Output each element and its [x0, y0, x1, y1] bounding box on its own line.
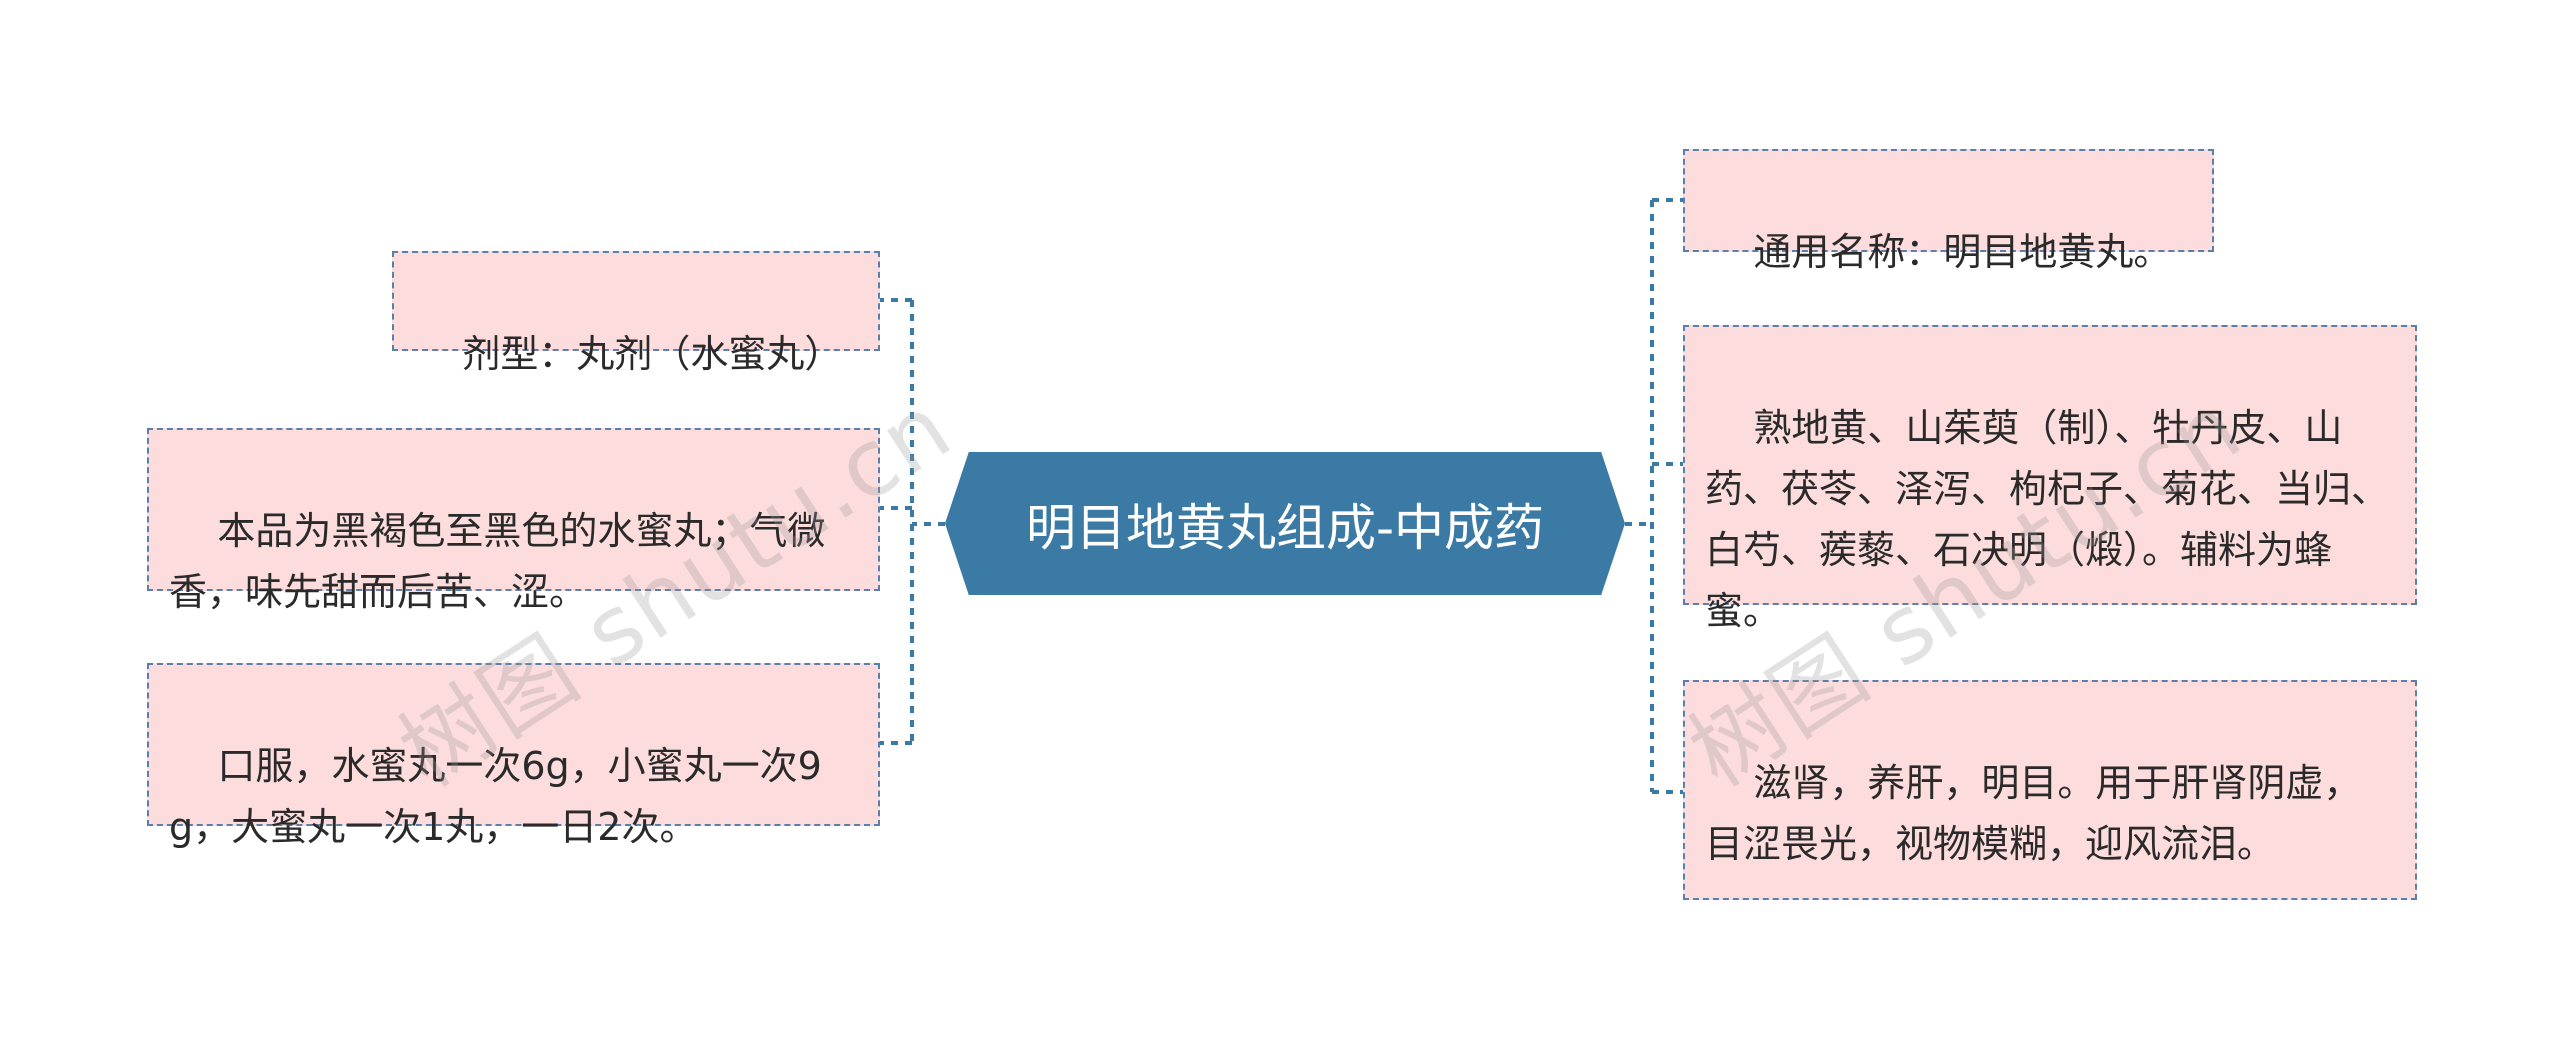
connector-left-trunk	[910, 300, 945, 743]
right-node-generic-name[interactable]: 通用名称：明目地黄丸。	[1683, 149, 2214, 274]
central-topic-label: 明目地黄丸组成-中成药	[1025, 498, 1545, 557]
connector-right-trunk	[1625, 200, 1654, 792]
right-node-indications[interactable]: 滋肾，养肝，明目。用于肝肾阴虚，目涩畏光，视物模糊，迎风流泪。	[1683, 680, 2417, 900]
central-topic[interactable]: 明目地黄丸组成-中成药	[945, 452, 1625, 595]
right-node-generic-name-text: 通用名称：明目地黄丸。	[1753, 230, 2172, 274]
left-node-dosage-form-text: 剂型：丸剂（水蜜丸）	[462, 332, 843, 376]
left-node-dosage-text: 口服，水蜜丸一次6g，小蜜丸一次9g，大蜜丸一次1丸，一日2次。	[169, 744, 822, 849]
right-node-indications-text: 滋肾，养肝，明目。用于肝肾阴虚，目涩畏光，视物模糊，迎风流泪。	[1705, 761, 2362, 866]
left-node-dosage-form[interactable]: 剂型：丸剂（水蜜丸）	[392, 251, 880, 376]
left-node-dosage[interactable]: 口服，水蜜丸一次6g，小蜜丸一次9g，大蜜丸一次1丸，一日2次。	[147, 663, 880, 849]
left-node-appearance[interactable]: 本品为黑褐色至黑色的水蜜丸；气微香，味先甜而后苦、涩。	[147, 428, 880, 614]
left-node-appearance-text: 本品为黑褐色至黑色的水蜜丸；气微香，味先甜而后苦、涩。	[169, 509, 826, 614]
right-node-ingredients-text: 熟地黄、山茱萸（制）、牡丹皮、山药、茯苓、泽泻、枸杞子、菊花、当归、白芍、蒺藜、…	[1705, 406, 2390, 633]
right-node-ingredients[interactable]: 熟地黄、山茱萸（制）、牡丹皮、山药、茯苓、泽泻、枸杞子、菊花、当归、白芍、蒺藜、…	[1683, 325, 2417, 633]
